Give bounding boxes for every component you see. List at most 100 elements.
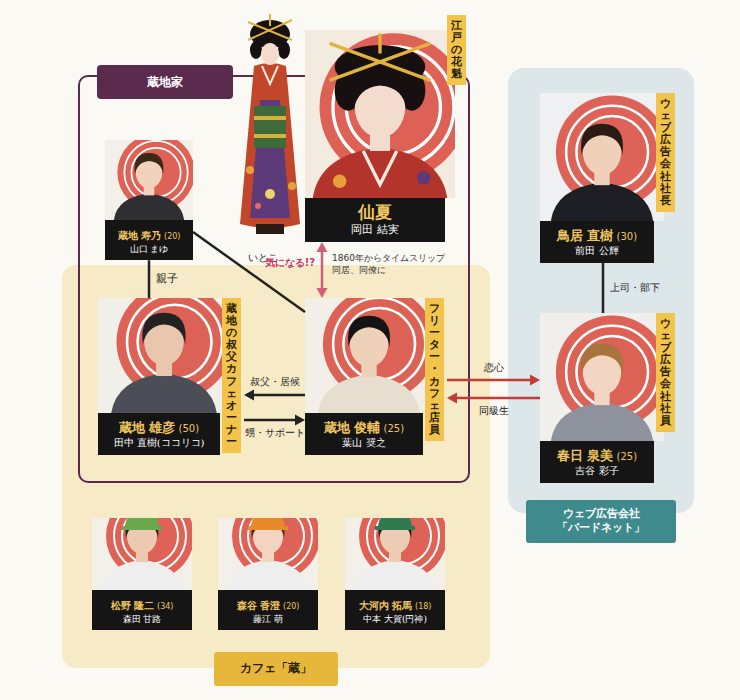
portrait (540, 313, 664, 441)
arrow-head (317, 242, 328, 252)
portrait (305, 298, 433, 413)
name-plate: 仙夏岡田 結実 (305, 198, 445, 242)
backdrop-ring (138, 305, 212, 379)
portrait-photo (218, 518, 318, 590)
collar (262, 66, 278, 84)
character-name: 蔵地 寿乃 (118, 230, 161, 241)
group-tab: 蔵地家 (97, 65, 233, 99)
hair (352, 70, 407, 110)
annotation-note: 1860年からタイムスリップ 同居、同僚に (332, 253, 452, 276)
backdrop-ring (124, 141, 187, 204)
name-plate: 蔵地 俊輔(25)葉山 奨之 (305, 413, 423, 455)
name-line: 大河内 拓馬(18) (349, 594, 441, 614)
connector-line (456, 397, 540, 400)
role-tag: ウェブ広告会社社員 (656, 313, 675, 432)
relation-connector (193, 232, 305, 312)
relation-connector (244, 415, 305, 426)
relation-connector (317, 242, 328, 298)
hair-side (278, 41, 290, 59)
name-plate: 松野 隆二(34)森田 甘路 (92, 590, 192, 630)
portrait (92, 518, 192, 590)
geta (256, 224, 284, 234)
character-name: 蔵地 雄彦 (119, 420, 176, 435)
backdrop-ring (566, 326, 658, 418)
body (102, 560, 182, 590)
connector-line (148, 260, 151, 298)
body (228, 560, 308, 590)
character-card: 春日 泉美(25)吉谷 彩子ウェブ広告会社社員 (540, 313, 678, 483)
region-label: カフェ「蔵」 (214, 652, 338, 686)
edge-label-holder: 気になる!? (264, 257, 316, 270)
actor-name: 山口 まゆ (109, 244, 189, 255)
edge-label: 恋心 (483, 362, 505, 375)
tag-holder: ウェブ広告会社社長 (656, 93, 675, 212)
relation-connector (149, 260, 150, 298)
region-label-holder: カフェ「蔵」 (214, 652, 338, 686)
name-plate: 春日 泉美(25)吉谷 彩子 (540, 441, 654, 483)
character-age: (20) (283, 602, 299, 611)
character-age: (30) (617, 231, 638, 242)
portrait-photo (98, 298, 230, 413)
hair (581, 344, 623, 375)
name-plate: 森谷 香澄(20)藤江 萌 (218, 590, 318, 630)
portrait (98, 298, 230, 413)
kimono-flower (265, 189, 275, 199)
hair (142, 313, 185, 345)
kimono-flower (417, 171, 430, 184)
name-plate: 大河内 拓馬(18)中本 大賀(円神) (345, 590, 445, 630)
edge-label: 叔父・居候 (249, 376, 301, 389)
edge-label: 同級生 (478, 405, 510, 418)
portrait (540, 93, 664, 221)
character-card: 蔵地 俊輔(25)葉山 奨之フリーター・カフェ店員 (305, 298, 447, 455)
face (261, 43, 279, 65)
kimono-flower (288, 182, 296, 190)
hair-side (250, 41, 262, 59)
edge-label: 気になる!? (264, 257, 316, 270)
name-line: 春日 泉美(25) (544, 445, 650, 465)
portrait-photo (540, 313, 664, 441)
body (551, 183, 653, 221)
backdrop-ring (122, 518, 178, 564)
name-line: 蔵地 俊輔(25) (309, 417, 419, 437)
cap-brim (122, 526, 162, 530)
character-card: 森谷 香澄(20)藤江 萌 (218, 518, 318, 630)
arrow-head (317, 288, 328, 298)
tag-holder: ウェブ広告会社社員 (656, 313, 675, 432)
backdrop-ring (131, 148, 180, 197)
hair (348, 316, 390, 347)
portrait (345, 518, 445, 590)
name-line: 鳥居 直樹(30) (544, 225, 650, 245)
role-tag: 蔵地の叔父 カフェオーナー (222, 298, 241, 453)
character-card: 蔵地 寿乃(20)山口 まゆ (105, 140, 193, 260)
arrow-head (530, 375, 540, 386)
name-plate: 鳥居 直樹(30)前田 公輝 (540, 221, 654, 263)
region-label: ウェブ広告会社「バードネット」 (526, 500, 676, 543)
portrait-photo (540, 93, 664, 221)
name-line: 仙夏 (309, 202, 441, 223)
character-card: 鳥居 直樹(30)前田 公輝ウェブ広告会社社長 (540, 93, 678, 263)
hair-pin (269, 14, 271, 26)
backdrop-ring (333, 298, 425, 390)
portrait (305, 30, 455, 198)
edge-label: 上司・部下 (609, 282, 661, 295)
tag-holder: 江戸の花魁 (447, 15, 466, 85)
name-plate: 蔵地 寿乃(20)山口 まゆ (105, 220, 193, 260)
edge-label-holder: 甥・サポート (244, 427, 306, 439)
connector-line (447, 379, 531, 382)
character-age: (50) (179, 423, 200, 434)
obi (254, 106, 286, 148)
backdrop-ring (566, 106, 658, 198)
connector-line (602, 263, 605, 314)
character-age: (25) (384, 423, 405, 434)
actor-name: 葉山 奨之 (309, 437, 419, 450)
edge-label-holder: 恋心 (483, 362, 505, 375)
character-name: 蔵地 俊輔 (324, 420, 381, 435)
name-line: 蔵地 雄彦(50) (102, 417, 216, 437)
edge-label: 甥・サポート (244, 427, 306, 439)
tab-holder: 蔵地家 (97, 65, 233, 99)
backdrop-ring (248, 518, 304, 564)
relation-connector (447, 393, 540, 404)
portrait-photo (305, 30, 455, 198)
obi-stripe (254, 116, 286, 120)
